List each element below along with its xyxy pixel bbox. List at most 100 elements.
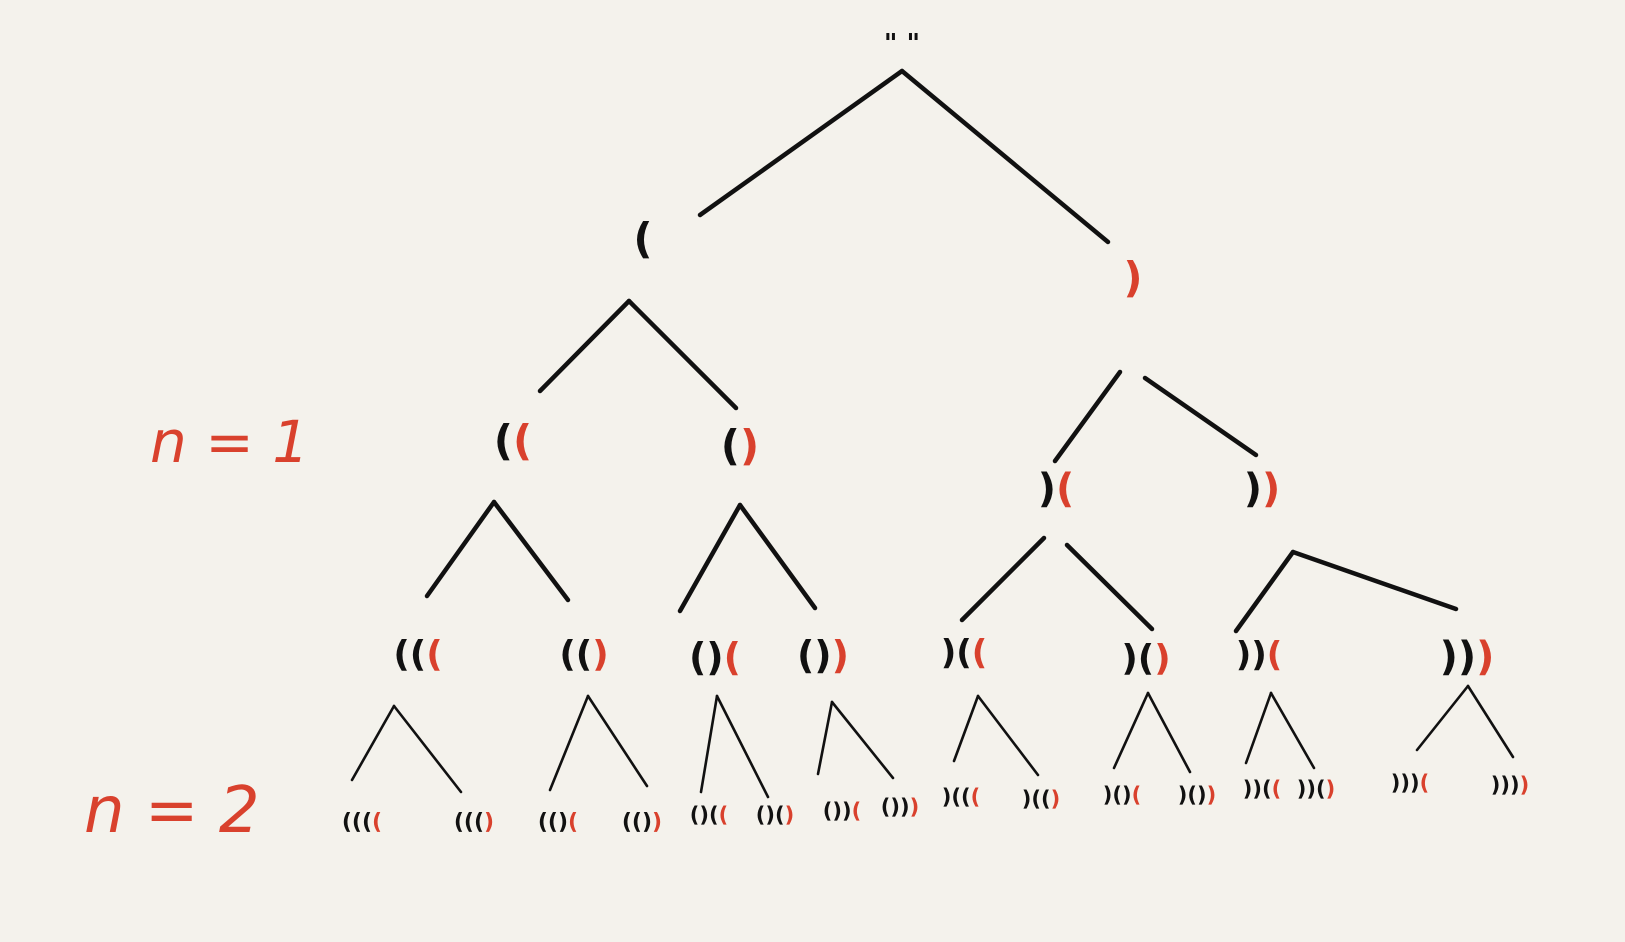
tree-edge-22 bbox=[952, 694, 980, 763]
tree-node-l4_5-part-0: ()( bbox=[756, 803, 785, 827]
tree-node-l1_0: ( bbox=[633, 214, 652, 263]
tree-edge-17 bbox=[586, 694, 649, 788]
tree-node-l2_2: )( bbox=[1038, 466, 1075, 512]
tree-edge-5 bbox=[1142, 375, 1259, 458]
tree-node-l2_2-part-1: ( bbox=[1056, 466, 1074, 512]
tree-node-l3_2-part-1: ( bbox=[724, 635, 741, 679]
tree-edge-1 bbox=[899, 68, 1111, 245]
tree-node-l4_12-part-0: ))( bbox=[1243, 777, 1272, 801]
tree-node-l4_14-part-0: ))) bbox=[1391, 771, 1420, 795]
tree-node-l4_10: )()( bbox=[1103, 783, 1141, 807]
tree-edge-12 bbox=[1233, 549, 1296, 634]
tree-node-l4_3: (()) bbox=[622, 810, 662, 835]
tree-node-l4_10-part-0: )() bbox=[1103, 783, 1132, 807]
tree-node-l3_0: ((( bbox=[393, 634, 442, 675]
tree-node-l2_2-part-0: ) bbox=[1038, 466, 1056, 512]
tree-node-l4_7: ())) bbox=[881, 795, 919, 819]
tree-node-l4_5: ()() bbox=[756, 803, 794, 827]
tree-edge-15 bbox=[392, 704, 463, 794]
annotation-n1: n = 1 bbox=[150, 408, 309, 476]
tree-node-l4_2-part-0: (() bbox=[538, 810, 568, 835]
tree-node-l2_3-part-1: ) bbox=[1262, 466, 1280, 512]
tree-edge-20 bbox=[816, 700, 834, 776]
tree-node-l4_4-part-1: ( bbox=[719, 803, 729, 827]
tree-node-l4_15: )))) bbox=[1491, 773, 1529, 797]
tree-node-l2_3-part-0: ) bbox=[1244, 466, 1262, 512]
tree-node-l4_2: (()( bbox=[538, 810, 578, 835]
tree-edge-11 bbox=[1064, 542, 1155, 632]
tree-node-l4_6: ())( bbox=[823, 799, 861, 823]
tree-node-l3_3: ()) bbox=[797, 633, 849, 677]
tree-node-l4_8: )((( bbox=[942, 785, 980, 809]
tree-node-root: " " bbox=[884, 29, 920, 59]
tree-node-l2_3: )) bbox=[1244, 466, 1281, 512]
tree-node-l1_0-part-0: ( bbox=[633, 214, 652, 263]
tree-node-l4_12: ))(( bbox=[1243, 777, 1281, 801]
tree-node-l1_1-part-0: ) bbox=[1123, 253, 1142, 302]
tree-node-l3_7-part-0: )) bbox=[1440, 634, 1477, 680]
tree-node-l4_13-part-0: ))( bbox=[1297, 777, 1326, 801]
tree-edge-26 bbox=[1244, 691, 1273, 765]
tree-node-l4_9-part-0: )(( bbox=[1022, 787, 1051, 811]
tree-node-l4_2-part-1: ( bbox=[568, 810, 578, 835]
tree-node-l3_3-part-0: () bbox=[797, 633, 832, 677]
tree-edge-16 bbox=[548, 694, 590, 792]
tree-edge-13 bbox=[1290, 549, 1459, 612]
tree-node-l4_7-part-0: ()) bbox=[881, 795, 910, 819]
tree-node-l4_0-part-1: ( bbox=[372, 810, 382, 835]
tree-edge-4 bbox=[1052, 369, 1123, 464]
tree-node-l4_5-part-1: ) bbox=[785, 803, 795, 827]
tree-node-l3_7: ))) bbox=[1440, 634, 1495, 680]
tree-node-l2_0-part-0: ( bbox=[494, 416, 513, 465]
tree-node-l4_0: (((( bbox=[342, 810, 382, 835]
tree-node-l2_1: () bbox=[721, 421, 759, 470]
tree-node-l4_14: )))( bbox=[1391, 771, 1429, 795]
tree-node-l4_11-part-1: ) bbox=[1207, 783, 1217, 807]
tree-node-l2_1-part-1: ) bbox=[740, 421, 759, 470]
tree-edge-2 bbox=[537, 298, 632, 394]
tree-edge-7 bbox=[491, 499, 571, 603]
tree-node-l3_4-part-0: )( bbox=[941, 633, 972, 673]
tree-node-l3_4: )(( bbox=[941, 633, 988, 673]
tree-edge-18 bbox=[699, 694, 719, 794]
tree-node-l3_7-part-1: ) bbox=[1476, 634, 1494, 680]
tree-edge-19 bbox=[715, 694, 770, 799]
tree-node-l4_6-part-1: ( bbox=[852, 799, 862, 823]
tree-node-l4_9: )(() bbox=[1022, 787, 1060, 811]
tree-node-l4_7-part-1: ) bbox=[910, 795, 920, 819]
tree-node-l4_15-part-1: ) bbox=[1520, 773, 1530, 797]
tree-node-l4_1-part-0: ((( bbox=[454, 810, 484, 835]
tree-node-l4_12-part-1: ( bbox=[1272, 777, 1282, 801]
tree-node-l4_6-part-0: ()) bbox=[823, 799, 852, 823]
tree-node-l4_13-part-1: ) bbox=[1326, 777, 1336, 801]
tree-node-root-part-0: " " bbox=[884, 29, 920, 59]
tree-node-l4_10-part-1: ( bbox=[1132, 783, 1142, 807]
tree-node-l2_0: (( bbox=[494, 416, 532, 465]
tree-node-l3_1-part-0: (( bbox=[559, 634, 592, 675]
tree-node-l4_8-part-1: ( bbox=[971, 785, 981, 809]
tree-node-l3_3-part-1: ) bbox=[832, 633, 849, 677]
tree-edge-10 bbox=[959, 535, 1047, 623]
tree-node-l4_0-part-0: ((( bbox=[342, 810, 372, 835]
tree-node-l4_14-part-1: ( bbox=[1420, 771, 1430, 795]
tree-node-l3_2: ()( bbox=[689, 635, 741, 679]
tree-edge-8 bbox=[677, 502, 743, 614]
tree-node-l3_6: ))( bbox=[1236, 635, 1283, 675]
tree-node-l4_4-part-0: ()( bbox=[690, 803, 719, 827]
tree-edge-29 bbox=[1466, 684, 1515, 759]
tree-node-l4_11: )()) bbox=[1178, 783, 1216, 807]
annotation-n2: n = 2 bbox=[84, 774, 260, 848]
tree-node-l4_11-part-0: )() bbox=[1178, 783, 1207, 807]
tree-node-l3_5-part-1: ) bbox=[1154, 638, 1170, 679]
tree-node-l4_9-part-1: ) bbox=[1051, 787, 1061, 811]
tree-node-l3_1: (() bbox=[559, 634, 608, 675]
tree-node-l3_1-part-1: ) bbox=[592, 634, 608, 675]
tree-node-l4_13: ))() bbox=[1297, 777, 1335, 801]
depth-annotations: n = 1 n = 2 bbox=[84, 408, 309, 848]
tree-node-l3_6-part-0: )) bbox=[1236, 635, 1267, 675]
tree-edge-24 bbox=[1112, 691, 1150, 770]
tree-node-labels: " "()((())())((((()()(()))(()()))()))(((… bbox=[342, 29, 1529, 835]
tree-node-l4_3-part-0: (() bbox=[622, 810, 652, 835]
tree-node-l4_15-part-0: ))) bbox=[1491, 773, 1520, 797]
